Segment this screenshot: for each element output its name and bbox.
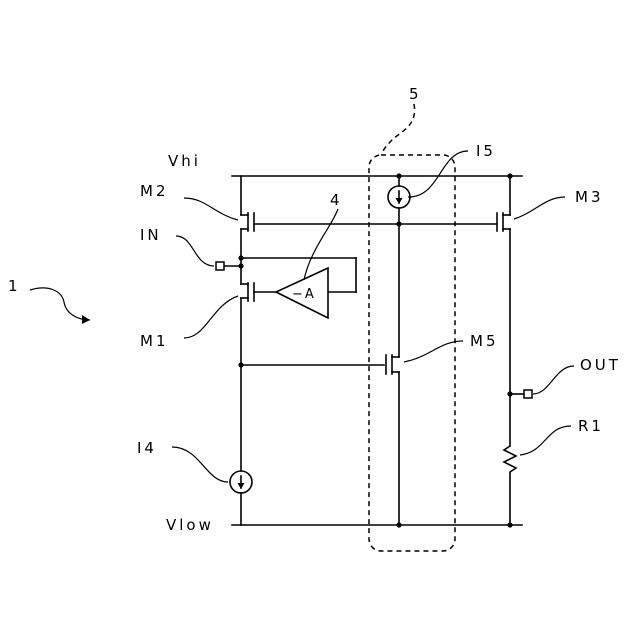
m3-leader [514,197,565,219]
amp-gain-label: −A [292,287,316,302]
current-source-i4 [230,471,252,525]
vlow-label: Vlow [166,516,214,534]
box-5-label: 5 [409,85,422,103]
fig-1-arrow [82,315,90,324]
node-in [238,263,243,268]
m2-leader [184,198,238,220]
fig-1-leader [30,288,90,320]
vhi-label: Vhi [168,152,201,170]
node-r1-bottom [507,522,512,527]
resistor-r1 [504,446,516,525]
i5-label: I5 [476,142,496,160]
figure-ref-label: 1 [8,277,21,295]
r1-leader [520,426,571,455]
r1-label: R1 [578,417,604,435]
amp-4-leader [304,209,338,280]
m5-label: M5 [470,332,499,350]
out-label: OUT [580,356,621,374]
transistor-m5 [386,224,399,525]
m1-label: M1 [140,332,169,350]
out-leader [533,366,574,394]
i5-leader [408,151,468,197]
m3-label: M3 [575,188,604,206]
node-m5-bottom [396,522,401,527]
dashed-box-5 [369,155,455,551]
i4-leader [172,447,228,482]
box-5-leader [382,104,415,155]
m5-leader [404,341,463,362]
in-leader [176,236,214,266]
m2-label: M2 [140,182,169,200]
out-terminal[interactable] [524,390,532,398]
amp-4-label: 4 [330,191,343,209]
m1-leader [184,296,238,338]
in-terminal[interactable] [216,262,224,270]
i4-label: I4 [137,439,157,457]
transistor-m2 [241,176,254,258]
current-source-i5 [388,176,410,224]
in-label: IN [140,226,162,244]
transistor-m3 [497,176,510,446]
